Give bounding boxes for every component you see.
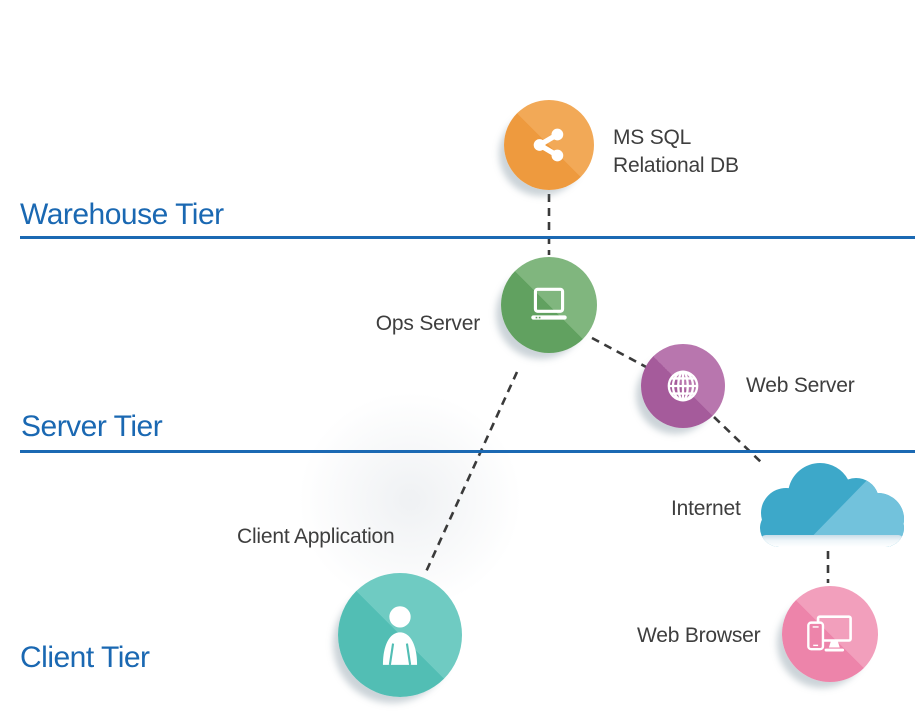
node-mssql	[504, 100, 594, 190]
client-tier-label: Client Tier	[20, 641, 150, 674]
node-web-browser	[782, 586, 878, 682]
node-web-server	[641, 344, 725, 428]
connector-ops-webserver	[591, 336, 649, 370]
warehouse-tier-line	[20, 236, 915, 239]
cloud-icon	[754, 461, 910, 551]
mssql-label-line2: Relational DB	[613, 154, 739, 177]
ops-server-label: Ops Server	[375, 312, 480, 335]
web-browser-label: Web Browser	[637, 624, 761, 647]
node-ops-server	[501, 257, 597, 353]
globe-icon	[662, 365, 704, 407]
devices-icon	[804, 608, 856, 660]
connector-ops-clientapp	[423, 371, 519, 575]
node-client-application	[338, 573, 462, 697]
web-server-label: Web Server	[746, 374, 855, 397]
share-icon	[527, 123, 571, 167]
mssql-label: MS SQL Relational DB	[613, 124, 739, 180]
person-icon	[368, 603, 432, 667]
server-tier-line	[20, 450, 915, 453]
internet-label: Internet	[671, 497, 741, 520]
laptop-icon	[525, 281, 573, 329]
connector-webserver-internet	[713, 416, 764, 465]
mssql-label-line1: MS SQL	[613, 126, 692, 149]
client-application-label: Client Application	[237, 525, 395, 548]
warehouse-tier-label: Warehouse Tier	[20, 198, 224, 231]
server-tier-label: Server Tier	[21, 410, 163, 443]
